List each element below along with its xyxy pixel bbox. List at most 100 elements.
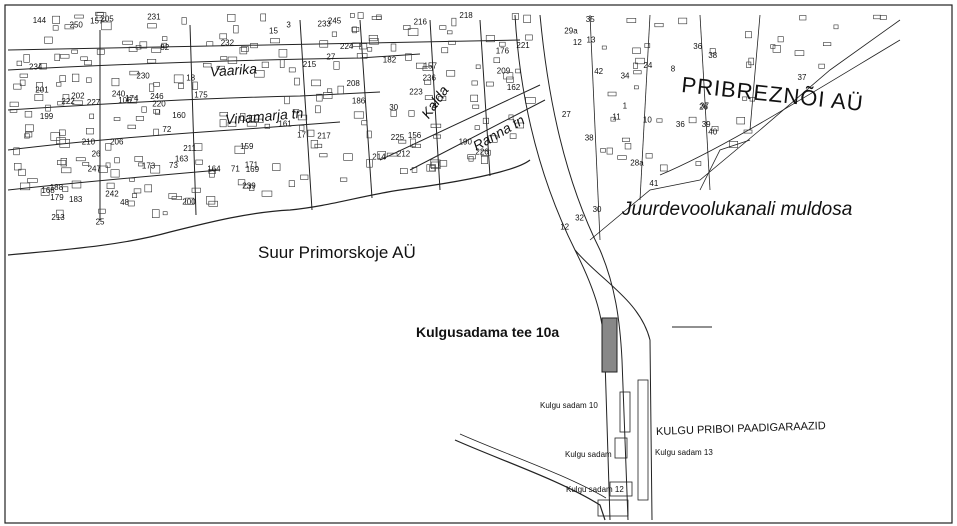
parcel-number: 10 — [643, 115, 652, 124]
parcel-number: 39 — [702, 120, 711, 129]
parcel-number: 183 — [69, 195, 83, 204]
parcel-number: 246 — [150, 92, 164, 101]
parcel-number: 190 — [459, 138, 473, 147]
parcel-number: 226 — [475, 148, 489, 157]
parcel-number: 176 — [496, 47, 510, 56]
parcel-number: 222 — [61, 97, 75, 106]
parcel-number: 230 — [136, 71, 150, 80]
pribreznoi-block — [589, 14, 901, 241]
parcel-number: 18 — [186, 74, 195, 83]
canal-label: Juurdevoolukanali muldosa — [622, 199, 853, 220]
parcel-number: 212 — [397, 150, 411, 159]
parcel-number: 201 — [35, 85, 49, 94]
parcel-number: 175 — [194, 90, 208, 99]
parcel-number: 213 — [51, 213, 65, 222]
parcel-number: 40 — [708, 128, 717, 137]
parcel-number: 242 — [105, 189, 119, 198]
parcel-number: 174 — [125, 94, 139, 103]
parcel-number: 82 — [160, 43, 169, 52]
parcel-number: 27 — [562, 110, 571, 119]
parcel-number: 28a — [630, 158, 644, 167]
parcel-number: 8 — [671, 65, 676, 74]
target-parcel-label: Kulgusadama tee 10a — [416, 324, 560, 340]
parcel-number: 27 — [326, 52, 335, 61]
parcel-number: 218 — [459, 11, 473, 20]
parcel-number: 163 — [175, 154, 189, 163]
parcel-number: 36 — [676, 120, 685, 129]
parcel-number: 182 — [383, 56, 397, 65]
parcel-number: 240 — [112, 90, 126, 99]
parcel-number: 30 — [389, 103, 398, 112]
parcel-number: 72 — [162, 125, 171, 134]
parcel-number: 37 — [798, 73, 807, 82]
parcel-number: 199 — [40, 112, 54, 121]
parcel-number: 173 — [142, 162, 156, 171]
parcel-number: 179 — [50, 193, 64, 202]
parcel-number: 245 — [328, 17, 342, 26]
parcel-number: 247 — [88, 165, 102, 174]
parcel-number: 157 — [424, 61, 438, 70]
parcel-number: 157 — [90, 16, 104, 25]
parcel-number: 144 — [33, 16, 47, 25]
parcel-number: 161 — [278, 120, 292, 129]
coastline — [7, 159, 531, 256]
parcel-number: 236 — [423, 74, 437, 83]
parcel-number: 217 — [317, 132, 331, 141]
parcel-number: 169 — [246, 165, 260, 174]
parcel-number: 42 — [594, 67, 603, 76]
parcel-number: 41 — [649, 179, 658, 188]
parcel-number: 215 — [303, 60, 317, 69]
parcel-number: 13 — [587, 36, 596, 45]
sadam-12-label: Kulgu sadam 12 — [566, 485, 624, 494]
parcel-number: 227 — [87, 98, 101, 107]
parcel-number: 106 — [118, 96, 132, 105]
parcel-number: 210 — [82, 138, 96, 147]
map-border — [4, 4, 953, 524]
parcel-number: 30 — [593, 205, 602, 214]
pier — [454, 439, 606, 521]
parcel-number: 24 — [643, 61, 652, 70]
parcel-number: 156 — [408, 131, 422, 140]
parcel-number: 12 — [573, 38, 582, 47]
parcel-number: 223 — [409, 87, 423, 96]
causeway-road — [514, 14, 653, 521]
parcel-number: 224 — [340, 42, 354, 51]
parcel-number: 48 — [120, 198, 129, 207]
parcel-number: 168 — [41, 186, 55, 195]
parcel-number: 211 — [183, 144, 196, 153]
parcel-number: 214 — [372, 153, 386, 162]
parcel-number: 225 — [391, 133, 405, 142]
parcel-number: 3 — [286, 20, 291, 29]
parcel-number: 220 — [152, 100, 166, 109]
parcel-number: 171 — [245, 161, 259, 170]
pier-edge — [459, 433, 607, 499]
parcel-number: 159 — [240, 142, 254, 151]
parcel-number: 234 — [29, 62, 43, 71]
parcel-number: 15 — [269, 26, 278, 35]
parcel-number: 26 — [92, 149, 101, 158]
area-label-suur-primorskoje: Suur Primorskoje AÜ — [258, 243, 416, 262]
parcel-number: 71 — [231, 165, 240, 174]
parcel-number: 250 — [70, 21, 84, 30]
parcel-number: 38 — [708, 51, 717, 60]
parcel-number: 35 — [586, 15, 595, 24]
parcel-number: 188 — [50, 183, 64, 192]
parcel-number: 239 — [242, 182, 256, 191]
sadam-10-label: Kulgu sadam 10 — [540, 401, 598, 410]
parcel-number: 38 — [585, 133, 594, 142]
parcel-number: 34 — [621, 71, 630, 80]
parcel-number: 29a — [564, 27, 578, 36]
parcel-number: 73 — [169, 161, 178, 170]
parcel-number: 200 — [182, 197, 196, 206]
parcel-number: 32 — [575, 214, 584, 223]
target-parcel-shape — [601, 317, 618, 373]
parcel-number: 233 — [318, 19, 332, 28]
parcel-number: 202 — [71, 92, 85, 101]
parcel-number: 231 — [147, 13, 161, 22]
parcel-number: 205 — [100, 15, 114, 24]
parcel-number: 26 — [699, 102, 708, 111]
parcel-number: 36 — [693, 42, 702, 51]
parcel-number: 208 — [347, 79, 361, 88]
